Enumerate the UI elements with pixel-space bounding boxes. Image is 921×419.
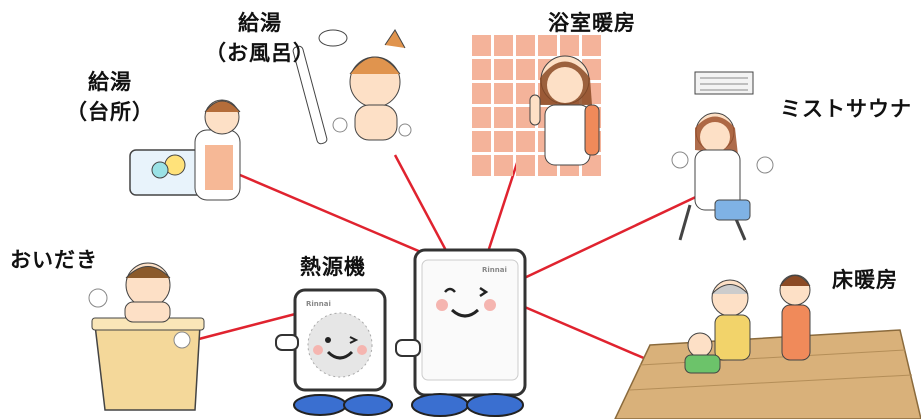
wall-tile [516, 35, 535, 56]
label-bathroom-heating: 浴室暖房 [548, 11, 636, 35]
bathtub-scene-illustration [88, 262, 205, 411]
wall-tile [494, 35, 513, 56]
wall-tile [472, 83, 491, 104]
bathroom-heating-person-illustration [529, 55, 600, 166]
wall-tile [516, 59, 535, 80]
wall-tile [516, 131, 535, 152]
label-bath-hot-water-line1: 給湯 [238, 11, 282, 35]
label-kitchen-hot-water-line1: 給湯 [88, 70, 132, 94]
wall-tile [494, 83, 513, 104]
connector-mist-sauna [519, 193, 701, 282]
floor-heating-family-illustration [614, 274, 921, 419]
label-reheating: おいだき [10, 248, 98, 272]
wall-tile [472, 131, 491, 152]
connector-bath [393, 154, 452, 259]
wall-tile [472, 107, 491, 128]
wall-tile [472, 155, 491, 176]
wall-tile [538, 35, 557, 56]
brand-mark-large: Rinnai [482, 266, 507, 274]
label-bath-hot-water: 給湯 （お風呂） [205, 8, 315, 68]
connector-kitchen [239, 173, 436, 260]
connector-floor-heating [519, 303, 661, 367]
wall-tile [494, 59, 513, 80]
mist-sauna-illustration [671, 71, 774, 241]
shower-scene-illustration [292, 29, 412, 145]
wall-tile [494, 107, 513, 128]
heat-source-unit-large: Rinnai [395, 248, 527, 417]
heat-source-unit-small: Rinnai [275, 288, 393, 416]
wall-tile [472, 59, 491, 80]
wall-tile [516, 155, 535, 176]
label-kitchen-hot-water-line2: （台所） [66, 100, 154, 124]
label-kitchen-hot-water: 給湯 （台所） [66, 67, 154, 127]
wall-tile [494, 155, 513, 176]
label-heat-source: 熱源機 [300, 255, 366, 279]
wall-tile [472, 35, 491, 56]
label-mist-sauna: ミストサウナ [780, 97, 912, 121]
brand-mark-small: Rinnai [306, 300, 331, 308]
kitchen-scene-illustration [129, 99, 241, 201]
wall-tile [560, 35, 579, 56]
label-bath-hot-water-line2: （お風呂） [205, 41, 315, 65]
label-floor-heating: 床暖房 [832, 268, 898, 292]
wall-tile [582, 35, 601, 56]
wall-tile [494, 131, 513, 152]
